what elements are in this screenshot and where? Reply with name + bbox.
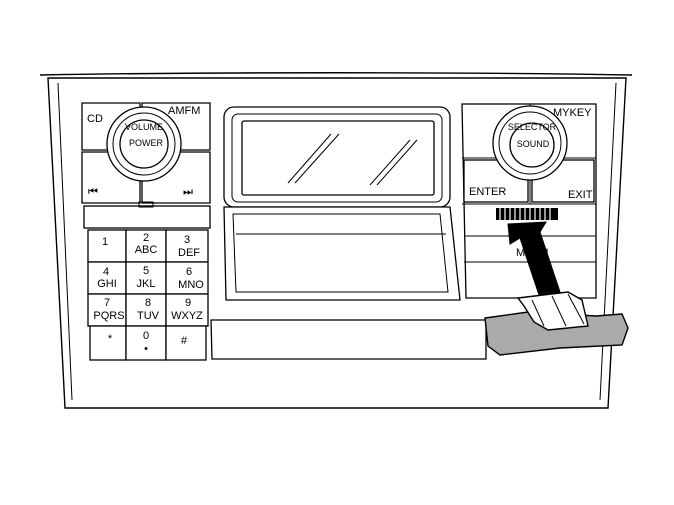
release-slot bbox=[496, 208, 558, 220]
left-control-cluster: CD AMFM VOLUME POWER ⏮ ⏭ 1 2 ABC 3 DEF 4 bbox=[81, 102, 211, 361]
right-control-cluster: MYKEY SELECTOR SOUND ENTER EXIT MENU bbox=[461, 103, 597, 299]
key-7-number: 7 bbox=[104, 297, 110, 309]
panel-bezel-top-edge bbox=[39, 72, 633, 76]
keypad-key-hash[interactable] bbox=[165, 325, 207, 361]
selector-knob-ring bbox=[498, 111, 562, 175]
key-1-number: 1 bbox=[102, 236, 108, 248]
keypad-key-4[interactable] bbox=[87, 261, 127, 295]
key-hash-symbol: # bbox=[181, 335, 188, 347]
key-6-letters: MNO bbox=[178, 279, 204, 291]
enter-button[interactable] bbox=[463, 159, 529, 203]
display-glare-2 bbox=[294, 133, 340, 184]
power-label: POWER bbox=[129, 138, 164, 148]
keypad-key-3[interactable] bbox=[165, 229, 209, 263]
key-4-number: 4 bbox=[103, 266, 109, 278]
prev-track-icon: ⏮ bbox=[88, 186, 98, 198]
exit-label: EXIT bbox=[568, 189, 593, 201]
cd-slot bbox=[210, 319, 487, 360]
center-lower-panel-inner bbox=[232, 213, 449, 293]
left-wide-button[interactable] bbox=[83, 205, 211, 229]
panel-bezel-inner-right bbox=[599, 82, 617, 401]
key-4-letters: GHI bbox=[97, 278, 117, 290]
display-glare-3 bbox=[369, 139, 411, 186]
display-glare-1 bbox=[287, 133, 332, 184]
cd-label: CD bbox=[87, 113, 103, 125]
next-track-icon: ⏭ bbox=[183, 186, 193, 198]
key-6-number: 6 bbox=[186, 266, 192, 278]
key-9-number: 9 bbox=[185, 297, 191, 309]
key-7-letters: PQRS bbox=[93, 310, 124, 322]
key-8-letters: TUV bbox=[137, 310, 160, 322]
key-0-symbol: • bbox=[144, 343, 148, 355]
key-5-letters: JKL bbox=[137, 278, 156, 290]
key-3-number: 3 bbox=[184, 234, 190, 246]
keypad-key-9[interactable] bbox=[165, 293, 209, 327]
keypad-key-8[interactable] bbox=[125, 293, 167, 327]
key-3-letters: DEF bbox=[178, 247, 200, 259]
removal-tool bbox=[484, 291, 629, 356]
sound-button[interactable] bbox=[509, 122, 555, 168]
display-screen bbox=[241, 120, 435, 196]
key-5-number: 5 bbox=[143, 265, 149, 277]
volume-knob-ring bbox=[112, 112, 176, 176]
center-display-unit bbox=[210, 106, 487, 360]
panel-bezel-inner-left bbox=[57, 82, 73, 401]
keypad-key-6[interactable] bbox=[165, 261, 209, 295]
keypad-key-0[interactable] bbox=[125, 325, 167, 361]
selector-label: SELECTOR bbox=[508, 122, 557, 132]
key-8-number: 8 bbox=[145, 297, 151, 309]
indicator-slot bbox=[138, 201, 154, 208]
keypad-key-star[interactable] bbox=[89, 325, 127, 361]
volume-label: VOLUME bbox=[125, 122, 163, 132]
display-glare-4 bbox=[376, 139, 418, 186]
panel-bezel bbox=[47, 77, 627, 409]
key-star-symbol: * bbox=[108, 333, 113, 345]
removal-tool-blade bbox=[516, 291, 589, 331]
key-0-number: 0 bbox=[143, 330, 149, 342]
amfm-label: AMFM bbox=[168, 105, 200, 117]
mykey-label: MYKEY bbox=[553, 107, 592, 119]
sound-label: SOUND bbox=[517, 139, 550, 149]
center-lower-panel[interactable] bbox=[223, 206, 461, 301]
keypad: 1 2 ABC 3 DEF 4 GHI 5 JKL 6 MNO 7 PQRS 8… bbox=[87, 229, 209, 361]
display-bezel-inner bbox=[231, 113, 443, 203]
removal-tool-blade-detail bbox=[531, 293, 585, 327]
key-9-letters: WXYZ bbox=[171, 310, 203, 322]
power-button[interactable] bbox=[119, 119, 169, 169]
key-2-letters: ABC bbox=[135, 244, 158, 256]
enter-label: ENTER bbox=[469, 186, 506, 198]
key-2-number: 2 bbox=[143, 232, 149, 244]
